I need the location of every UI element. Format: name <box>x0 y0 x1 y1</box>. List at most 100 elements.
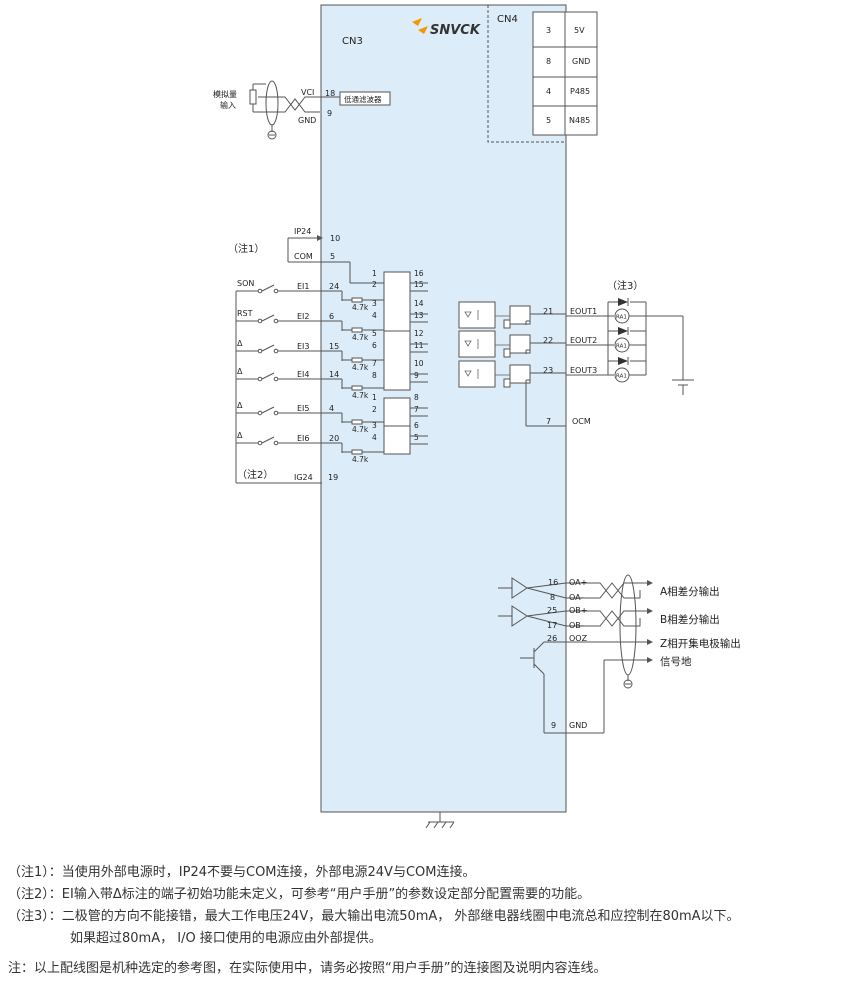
encoder-signal: OB- <box>569 621 584 630</box>
analog-label: 输入 <box>220 100 236 110</box>
encoder-signal: OB+ <box>569 606 588 615</box>
ground-icon <box>623 679 633 689</box>
switch-label: RST <box>237 309 253 318</box>
pin-number: 6 <box>329 312 334 321</box>
encoder-z-label: Z相开集电极输出 <box>660 637 741 650</box>
cn4-pin: 5 <box>546 116 551 125</box>
cn4-label: CN4 <box>497 14 518 25</box>
note-1: （注1）：当使用外部电源时，IP24不要与COM连接，外部电源24V与COM连接… <box>8 865 476 880</box>
brand-text: SNVCK <box>430 23 481 38</box>
pin-number: 24 <box>329 282 339 291</box>
filter-label: 低通滤波器 <box>344 94 382 104</box>
opto-pin-number: 16 <box>414 269 424 278</box>
output-optocoupler-box <box>458 330 496 358</box>
input-signal-label: EI1 <box>297 282 310 291</box>
opto-pin-number: 13 <box>414 311 424 320</box>
ip24-label: IP24 <box>294 227 311 236</box>
vci-label: VCI <box>301 88 314 97</box>
ocm-label: OCM <box>572 417 591 426</box>
switch-label: Δ <box>237 367 243 376</box>
opto-pin-number: 2 <box>372 405 377 414</box>
brand-logo: SNVCK <box>412 18 481 38</box>
opto-pin-number: 7 <box>372 359 377 368</box>
resistor-value-label: 4.7k <box>352 391 369 400</box>
output-signal-label: EOUT1 <box>570 307 597 316</box>
relay-label: RA1 <box>616 344 627 350</box>
switch-lever-icon <box>261 344 275 352</box>
encoder-signal: OOZ <box>569 634 588 643</box>
opto-pin-number: 8 <box>372 371 377 380</box>
diode-icon <box>618 298 628 306</box>
resistor-icon <box>351 357 363 363</box>
pin-number: 26 <box>547 634 557 643</box>
input-signal-label: EI3 <box>297 342 310 351</box>
switch-contact-icon <box>257 348 263 354</box>
pin-number: 15 <box>329 342 339 351</box>
opto-pin-number: 9 <box>414 371 419 380</box>
switch-label: SON <box>237 279 254 288</box>
relay-label: RA1 <box>616 315 627 321</box>
input-signal-label: EI6 <box>297 434 310 443</box>
cn4-signal: 5V <box>574 26 585 35</box>
note-2: （注2）：EI输入带Δ标注的端子初始功能未定义，可参考“用户手册”的参数设定部分… <box>8 887 591 902</box>
switch-lever-icon <box>261 406 275 414</box>
opto-pin-number: 10 <box>414 359 424 368</box>
driver-body <box>320 4 567 813</box>
switch-label: Δ <box>237 401 243 410</box>
led-icon <box>464 311 472 318</box>
encoder-signal: OA- <box>569 593 583 602</box>
potentiometer-icon <box>249 89 257 105</box>
opto-pin-number: 1 <box>372 269 377 278</box>
wiring-diagram: SNVCK CN3 CN4 3 5V 8 GND 4 P485 5 N485 模… <box>213 4 741 829</box>
resistor-icon <box>351 419 363 425</box>
opto-pin-number: 4 <box>372 311 377 320</box>
resistor-value-label: 4.7k <box>352 455 369 464</box>
opto-pin-number: 12 <box>414 329 424 338</box>
opto-pin-number: 2 <box>372 280 377 289</box>
led-icon <box>464 340 472 347</box>
switch-label: Δ <box>237 431 243 440</box>
switch-label: Δ <box>237 339 243 348</box>
power-block: IP24 10 COM 5 （注1） （注2） IG24 19 <box>228 227 384 484</box>
mosfet-icon <box>509 364 531 384</box>
pin-number: 23 <box>543 366 553 375</box>
pin-number: 21 <box>543 307 553 316</box>
resistor-value-label: 4.7k <box>352 425 369 434</box>
ig24-label: IG24 <box>294 473 313 482</box>
switch-lever-icon <box>261 372 275 380</box>
cn4-pin: 8 <box>546 57 551 66</box>
mosfet-icon <box>509 305 531 325</box>
switch-contact-icon <box>273 288 279 294</box>
input-signal-label: EI5 <box>297 404 310 413</box>
opto-pin-number: 4 <box>372 433 377 442</box>
encoder-a-label: A相差分输出 <box>660 585 720 598</box>
switch-contact-icon <box>257 440 263 446</box>
opto-pin-number: 3 <box>372 421 377 430</box>
opto-pin-number: 6 <box>372 341 377 350</box>
opto-pin-number: 3 <box>372 299 377 308</box>
switch-contact-icon <box>273 348 279 354</box>
pin-number: 10 <box>330 234 340 243</box>
opto-pin-number: 7 <box>414 405 419 414</box>
encoder-gnd-text: 信号地 <box>660 655 692 668</box>
output-signal-label: EOUT3 <box>570 366 597 375</box>
opto-pin-number: 11 <box>414 341 424 350</box>
analog-label: 模拟量 <box>213 89 237 99</box>
filter-box <box>339 91 391 106</box>
switch-lever-icon <box>261 436 275 444</box>
mosfet-icon <box>509 334 531 354</box>
resistor-value-label: 4.7k <box>352 363 369 372</box>
pin-number: 20 <box>329 434 339 443</box>
cn4-table: 3 5V 8 GND 4 P485 5 N485 <box>532 11 598 136</box>
output-optocoupler-box <box>458 301 496 329</box>
pin-number: 19 <box>328 473 338 482</box>
pin-number: 4 <box>329 404 334 413</box>
opto-pin-number: 1 <box>372 393 377 402</box>
cn4-dashed-border <box>487 5 566 143</box>
opto-pin-number: 5 <box>414 433 419 442</box>
pin-number: 8 <box>550 593 555 602</box>
final-note: 注：以上配线图是机种选定的参考图，在实际使用中，请务必按照“用户手册”的连接图及… <box>8 961 607 976</box>
note-3-continued: 如果超过80mA， I/O 接口使用的电源应由外部提供。 <box>70 931 382 946</box>
encoder-block: 16 OA+ 8 OA- 25 OB+ 17 OB- 26 OOZ 9 GND … <box>498 574 741 734</box>
